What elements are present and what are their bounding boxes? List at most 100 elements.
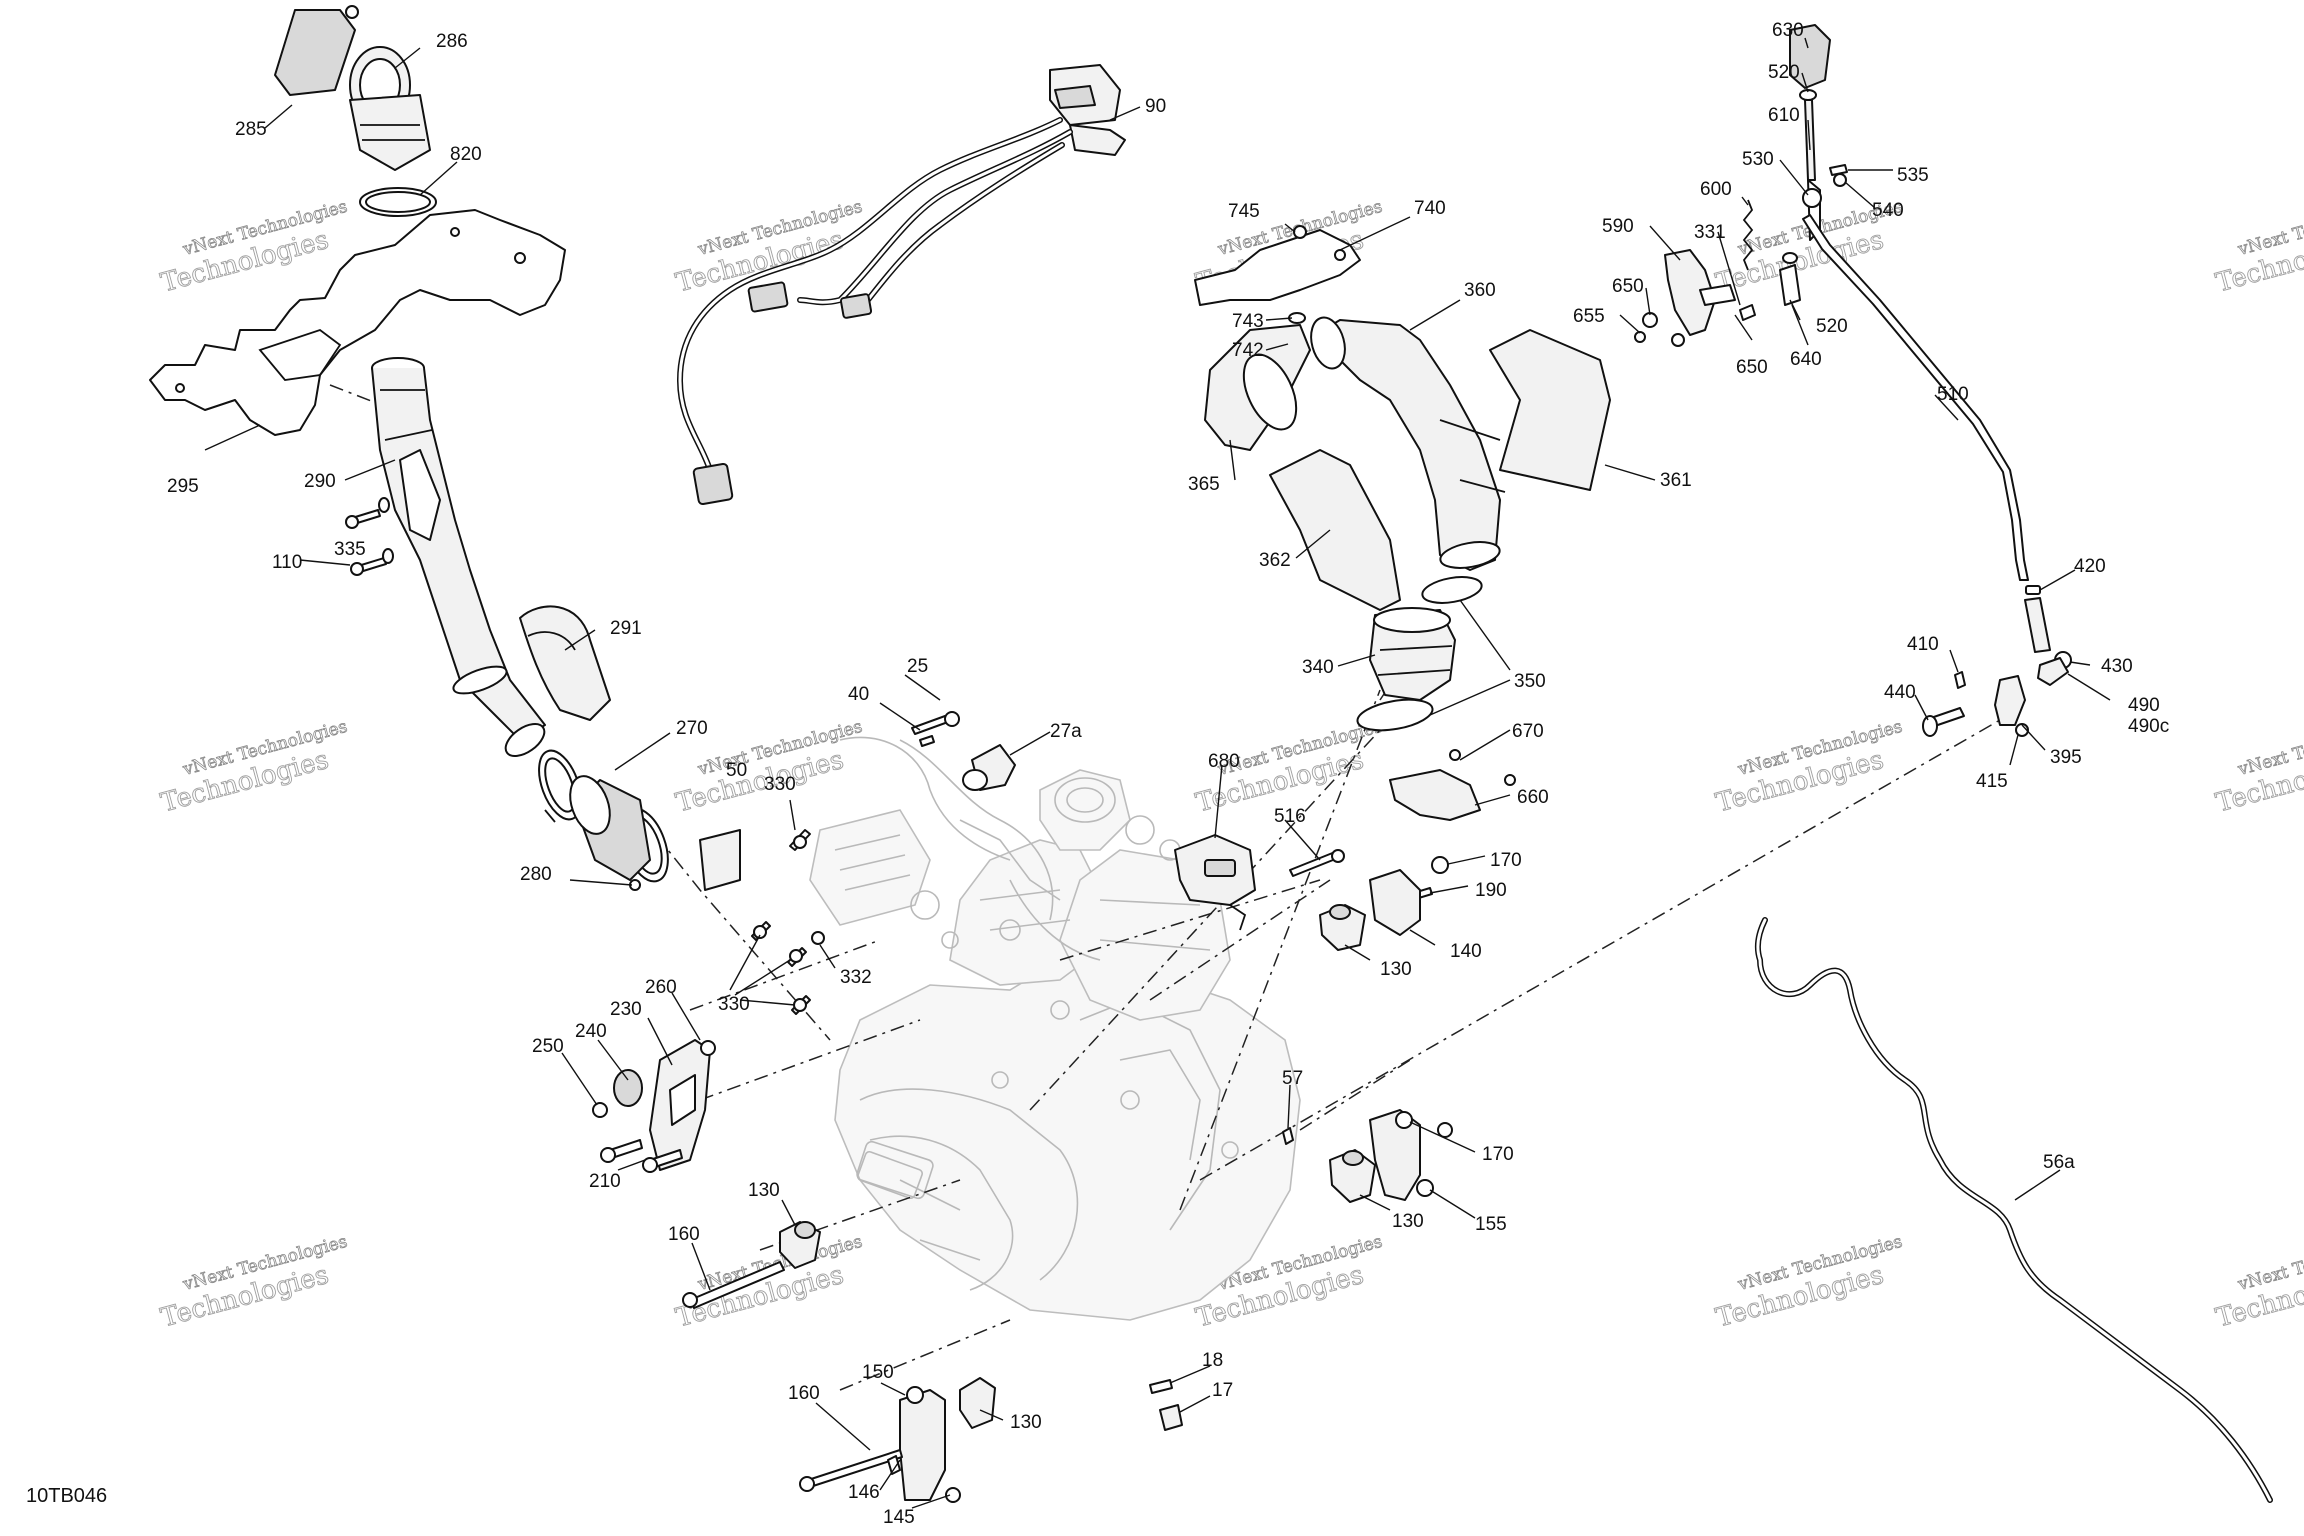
callout-130a: 130	[748, 1180, 780, 1201]
callout-410: 410	[1907, 634, 1939, 655]
callout-170a: 170	[1490, 850, 1522, 871]
callout-350: 350	[1514, 671, 1546, 692]
callout-330b: 330	[718, 994, 750, 1015]
callout-331: 331	[1694, 222, 1726, 243]
callout-395: 395	[2050, 747, 2082, 768]
callout-332: 332	[840, 967, 872, 988]
callout-540: 540	[1872, 200, 1904, 221]
leader-lines	[204, 37, 2111, 1509]
callout-56a: 56a	[2043, 1152, 2075, 1173]
callout-742: 742	[1232, 340, 1264, 361]
watermark: vNext Technologies Technologies	[2212, 1231, 2304, 1334]
callout-510: 510	[1937, 384, 1969, 405]
callout-530: 530	[1742, 149, 1774, 170]
callout-490: 490	[2128, 695, 2160, 716]
callout-650a: 650	[1612, 276, 1644, 297]
callout-360: 360	[1464, 280, 1496, 301]
callout-610: 610	[1768, 105, 1800, 126]
part-286-intake-housing	[349, 46, 431, 171]
callout-590: 590	[1602, 216, 1634, 237]
callout-190: 190	[1475, 880, 1507, 901]
watermark: vNext Technologies Technologies	[2212, 716, 2304, 819]
callout-520a: 520	[1768, 62, 1800, 83]
callout-130c: 130	[1380, 959, 1412, 980]
callout-490c: 490c	[2128, 716, 2169, 737]
callout-160a: 160	[668, 1224, 700, 1245]
callout-362: 362	[1259, 550, 1291, 571]
watermark: vNext Technologies Technologies	[157, 196, 349, 299]
callout-160b: 160	[788, 1383, 820, 1404]
callout-210: 210	[589, 1171, 621, 1192]
callout-650b: 650	[1736, 357, 1768, 378]
callout-290: 290	[304, 471, 336, 492]
callout-415: 415	[1976, 771, 2008, 792]
part-285-filter	[274, 5, 359, 96]
part-270-boot	[569, 775, 651, 881]
callout-430: 430	[2101, 656, 2133, 677]
callout-25: 25	[907, 656, 928, 677]
callout-130b: 130	[1010, 1412, 1042, 1433]
callout-286: 286	[436, 31, 468, 52]
callout-130d: 130	[1392, 1211, 1424, 1232]
part-291-boot	[519, 605, 611, 721]
callout-90: 90	[1145, 96, 1166, 117]
callout-740: 740	[1414, 198, 1446, 219]
watermark: vNext Technologies Technologies	[157, 1231, 349, 1334]
callout-660: 660	[1517, 787, 1549, 808]
callout-18: 18	[1202, 1350, 1223, 1371]
callout-50: 50	[726, 760, 747, 781]
callout-57: 57	[1282, 1068, 1303, 1089]
callout-260: 260	[645, 977, 677, 998]
callout-27a: 27a	[1050, 721, 1082, 742]
callout-680: 680	[1208, 751, 1240, 772]
callout-170b: 170	[1482, 1144, 1514, 1165]
watermark: vNext Technologies Technologies	[1712, 1231, 1904, 1334]
watermark: vNext Technologies Technologies	[672, 196, 864, 299]
callout-150: 150	[862, 1362, 894, 1383]
callout-743: 743	[1232, 311, 1264, 332]
callout-291: 291	[610, 618, 642, 639]
callout-230: 230	[610, 999, 642, 1020]
callout-285: 285	[235, 119, 267, 140]
callout-labels: 285 286 820 295 290 335 110 291 270 280 …	[167, 20, 2169, 1528]
part-56a-hose	[1754, 917, 2273, 1503]
exhaust-assembly	[1194, 225, 1611, 732]
callout-40: 40	[848, 684, 869, 705]
callout-240: 240	[575, 1021, 607, 1042]
part-110-bolts	[345, 497, 394, 576]
engine-ghost	[809, 736, 1301, 1321]
callout-640: 640	[1790, 349, 1822, 370]
part-290-intake-duct	[371, 357, 546, 757]
callout-270: 270	[676, 718, 708, 739]
air-intake-assembly	[149, 5, 669, 891]
callout-335: 335	[334, 539, 366, 560]
lower-right-mount	[1282, 1109, 1453, 1203]
callout-295: 295	[167, 476, 199, 497]
callout-361: 361	[1660, 470, 1692, 491]
right-mount	[1174, 749, 1516, 951]
callout-670: 670	[1512, 721, 1544, 742]
part-90-harness	[677, 64, 1126, 506]
part-820-clamp	[359, 187, 437, 217]
callout-440: 440	[1884, 682, 1916, 703]
callout-145: 145	[883, 1507, 915, 1528]
callout-516: 516	[1274, 806, 1306, 827]
callout-535: 535	[1897, 165, 1929, 186]
bottom-left-mount	[682, 1221, 1183, 1503]
callout-420: 420	[2074, 556, 2106, 577]
shifter-assembly	[1634, 24, 2072, 737]
watermark: vNext Technologies Technologies	[2212, 196, 2304, 299]
part-295-plate	[149, 209, 566, 436]
callout-17: 17	[1212, 1380, 1233, 1401]
callout-250: 250	[532, 1036, 564, 1057]
callout-146: 146	[848, 1482, 880, 1503]
callout-140: 140	[1450, 941, 1482, 962]
callout-110: 110	[272, 552, 302, 573]
callout-745: 745	[1228, 201, 1260, 222]
callout-600: 600	[1700, 179, 1732, 200]
callout-340: 340	[1302, 657, 1334, 678]
callout-820: 820	[450, 144, 482, 165]
callout-365: 365	[1188, 474, 1220, 495]
callout-155: 155	[1475, 1214, 1507, 1235]
